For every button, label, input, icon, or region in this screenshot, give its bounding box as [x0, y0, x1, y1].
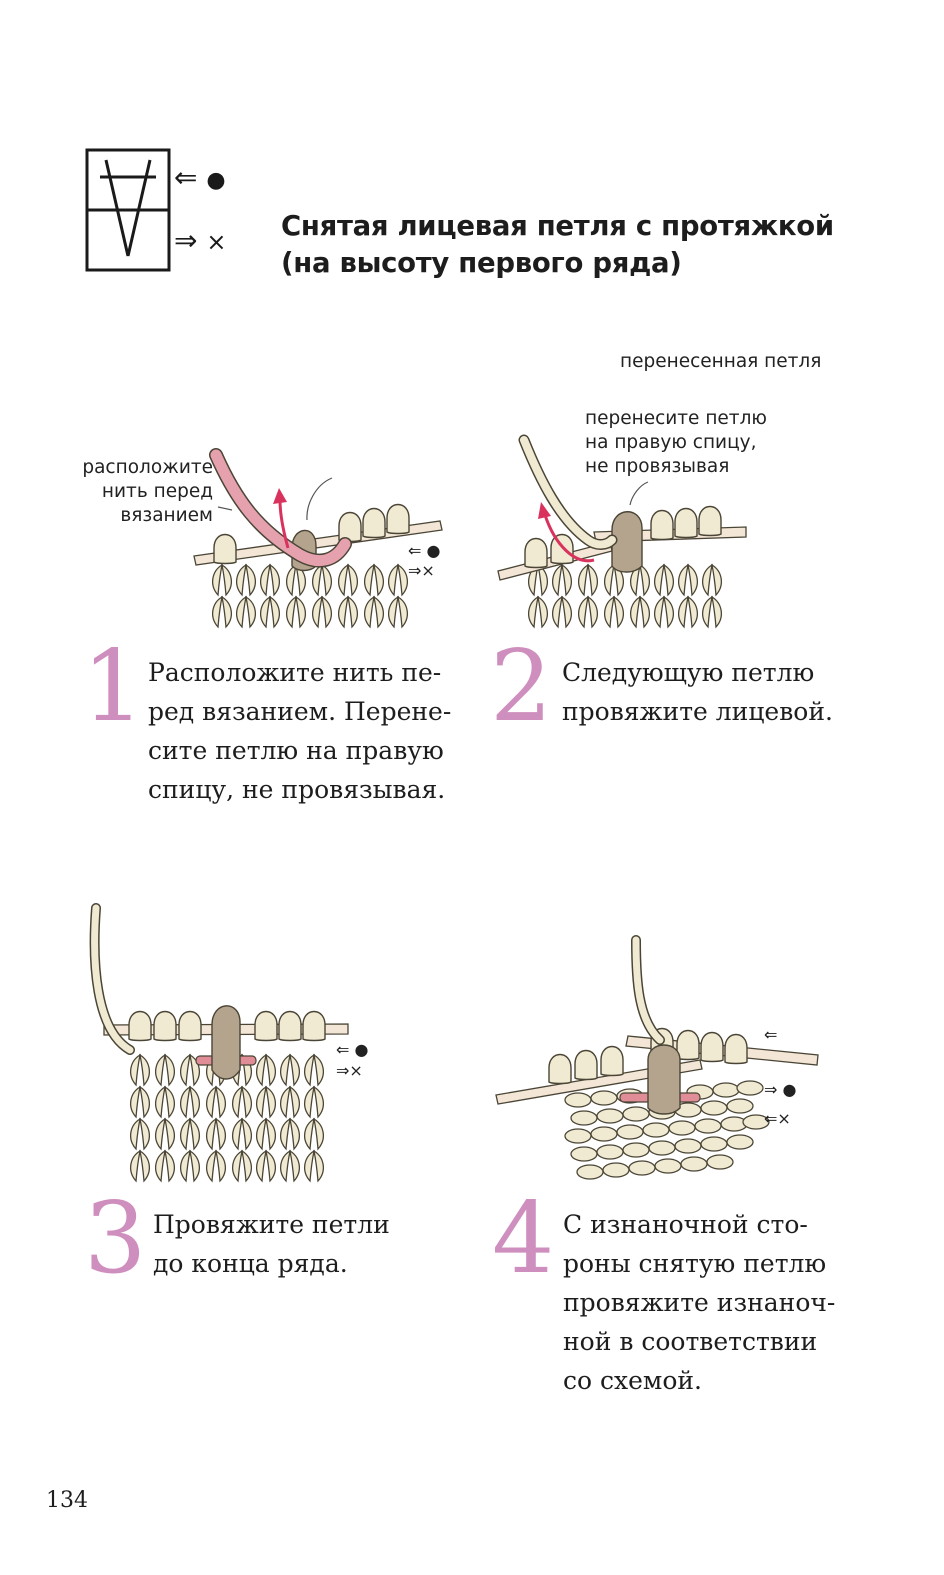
illustration-step-4: ⇐ ⇒ ● ⇐×	[495, 935, 819, 1180]
label-transfer-loop: перенесите петлю на правую спицу, не про…	[585, 408, 767, 477]
symbol-legend-row-2: ⇒ ×	[174, 226, 226, 257]
knitted-fabric	[527, 564, 723, 628]
page-number: 134	[46, 1488, 88, 1513]
svg-text:⇐: ⇐	[764, 1025, 777, 1044]
label-place-yarn: расположите нить перед вязанием	[82, 457, 213, 526]
step-text-1: Расположите нить пе- ред вязанием. Перен…	[148, 658, 452, 804]
illustration-step-1: ⇐ ● ⇒×	[193, 448, 443, 628]
step-number-1: 1	[82, 630, 145, 744]
cross-icon: ×	[206, 228, 227, 256]
svg-text:⇐×: ⇐×	[764, 1109, 791, 1128]
title-line-1: Снятая лицевая петля с протяжкой	[281, 210, 834, 242]
dot-icon: ●	[206, 168, 226, 193]
step-text-4: С изнаночной сто- роны снятую петлю пров…	[563, 1210, 836, 1395]
step-text-2: Следующую петлю провяжите лицевой.	[562, 658, 833, 726]
label-transferred-loop: перенесенная петля	[620, 351, 822, 372]
svg-text:⇒×: ⇒×	[336, 1061, 363, 1080]
step-text-3: Провяжите петли до конца ряда.	[153, 1210, 390, 1278]
arrow-right-icon: ⇒	[174, 224, 198, 257]
chart-symbol	[85, 148, 171, 272]
direction-arrow	[278, 499, 290, 549]
title-line-2: (на высоту первого ряда)	[281, 247, 682, 279]
step-number-4: 4	[492, 1182, 555, 1296]
illustration-step-3: ⇐ ● ⇒×	[89, 903, 368, 1182]
svg-text:⇒ ●: ⇒ ●	[764, 1080, 796, 1099]
step-number-2: 2	[490, 630, 553, 744]
step-number-3: 3	[84, 1182, 147, 1296]
illustration-step-2	[497, 434, 747, 628]
page-title: Снятая лицевая петля с протяжкой (на выс…	[281, 208, 834, 282]
symbol-legend-row-1: ⇐ ●	[174, 163, 226, 196]
svg-text:⇒×: ⇒×	[408, 561, 435, 580]
svg-text:⇐ ●: ⇐ ●	[408, 541, 440, 560]
svg-text:⇐ ●: ⇐ ●	[336, 1040, 368, 1059]
arrow-left-icon: ⇐	[174, 161, 198, 194]
knitted-fabric	[211, 564, 409, 628]
